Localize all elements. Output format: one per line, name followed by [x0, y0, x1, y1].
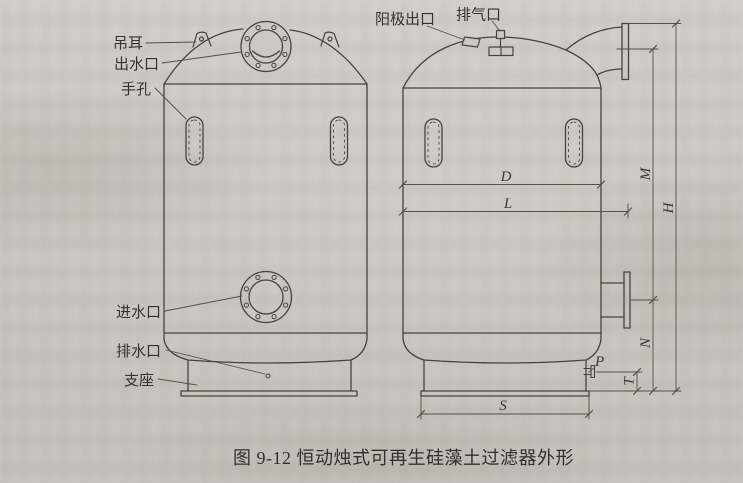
leader-water-outlet [161, 51, 242, 64]
leader-drain-outlet [165, 349, 266, 375]
anode-outlet-fitting [461, 36, 481, 48]
inlet-inner-ring [248, 279, 284, 315]
front-skirt-support [180, 359, 358, 397]
leader-water-inlet [164, 295, 243, 312]
leader-support [157, 378, 198, 386]
dim-label-N: N [638, 337, 654, 349]
drain-point [265, 373, 271, 379]
dim-label-D: D [500, 169, 512, 185]
dim-label-M: M [638, 166, 654, 181]
outlet-elbow [565, 22, 630, 81]
front-handholes [185, 116, 349, 166]
p-nozzle-pipe [583, 367, 592, 376]
dim-label-P: P [594, 354, 604, 370]
label-water-outlet: 出水口 [114, 56, 159, 73]
label-lifting-lug: 吊耳 [113, 35, 143, 52]
handhole-right-bolts [333, 119, 345, 163]
side-handholes [424, 118, 584, 168]
flange-bolt-holes [244, 25, 288, 69]
side-view-vessel [402, 22, 631, 397]
lug-hole-left [198, 36, 205, 42]
lifting-lug-right [320, 31, 340, 48]
side-nozzle-pipe [600, 282, 625, 318]
handhole-right [329, 116, 349, 166]
outlet-flange [621, 22, 630, 81]
leader-anode-outlet [426, 25, 466, 41]
front-shell [163, 83, 368, 340]
label-air-vent: 排气口 [456, 7, 501, 24]
side-dome [402, 36, 602, 89]
front-dome [163, 28, 368, 85]
inlet-outer-ring [239, 270, 293, 324]
dim-label-L: L [503, 196, 512, 212]
dimension-ticks [398, 19, 681, 419]
figure-caption: 图 9-12 恒动烛式可再生硅藻土过滤器外形 [233, 448, 574, 468]
side-skirt-support [420, 359, 590, 397]
label-handhole: 手孔 [121, 81, 151, 98]
elbow-inner-curve [596, 68, 623, 76]
label-drain-outlet: 排水口 [116, 343, 161, 360]
extension-lines [420, 23, 682, 420]
handhole-right-bolts [568, 121, 580, 165]
callout-leaders [145, 20, 595, 386]
side-shell [402, 87, 602, 340]
side-nozzle [600, 271, 631, 329]
side-bottom-head [402, 338, 602, 364]
dim-label-T: T [622, 376, 638, 386]
lug-hole-right [327, 36, 333, 42]
top-flange-outlet [240, 20, 292, 73]
flange-inner-ring [248, 29, 284, 64]
front-bottom-head [163, 338, 368, 364]
dimension-lines [398, 19, 682, 420]
front-view-vessel [163, 20, 368, 397]
inlet-flange [239, 270, 293, 324]
dim-label-H: H [661, 201, 677, 214]
p-nozzle [583, 364, 596, 379]
vent-cap [495, 29, 506, 40]
dim-label-S: S [499, 398, 507, 414]
p-nozzle-flange [590, 364, 596, 379]
leader-air-vent [491, 20, 501, 32]
leader-handhole [154, 87, 187, 120]
label-support: 支座 [124, 372, 154, 389]
dome-seen-through-nozzle [251, 50, 281, 58]
label-anode-outlet: 阳极出口 [375, 11, 435, 28]
air-vent-fitting [488, 29, 514, 57]
flange-outer-ring [240, 20, 292, 73]
label-water-inlet: 进水口 [116, 304, 161, 321]
leader-lifting-lug [145, 41, 197, 44]
leader-p-nozzle [588, 367, 595, 373]
elbow-outer-curve [565, 26, 623, 51]
handhole-left-bolts [188, 119, 201, 163]
lifting-lugs [192, 31, 340, 48]
handhole-right [564, 118, 584, 168]
inlet-bolt-holes [243, 274, 289, 320]
lifting-lug-left [192, 31, 212, 48]
handhole-left [424, 118, 443, 168]
side-nozzle-flange [623, 271, 631, 329]
handhole-left [185, 116, 204, 166]
handhole-left-bolts [427, 121, 440, 165]
